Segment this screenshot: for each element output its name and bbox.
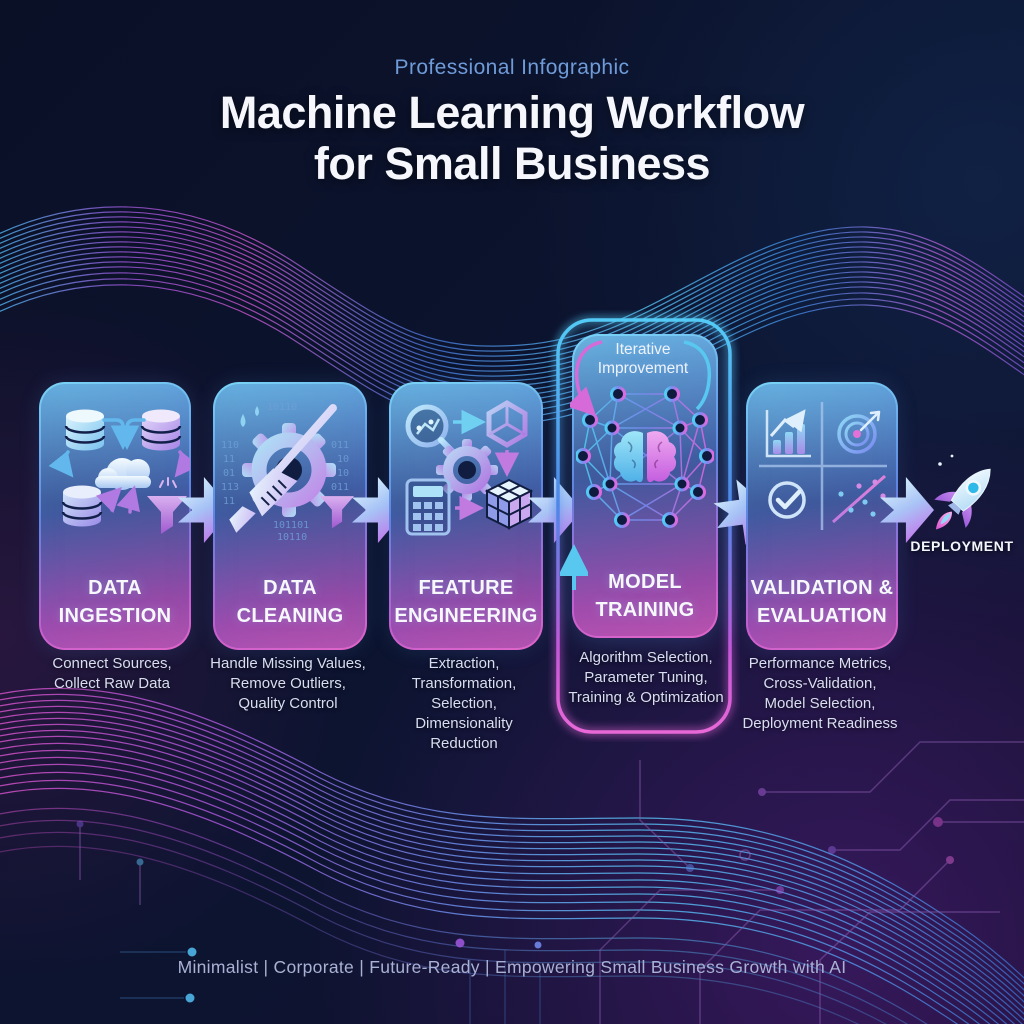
- svg-text:11: 11: [223, 454, 235, 465]
- svg-text:011: 011: [331, 482, 349, 493]
- svg-text:10110: 10110: [277, 532, 307, 543]
- loop-down-arrow-icon: [570, 340, 603, 417]
- rocket-icon: [934, 454, 991, 530]
- stage-description: Connect Sources, Collect Raw Data: [52, 655, 172, 693]
- eyebrow-text: Professional Infographic: [394, 56, 630, 79]
- svg-text:11: 11: [223, 496, 235, 507]
- stage-title: MODEL TRAINING: [595, 571, 695, 621]
- stage-description: Handle Missing Values, Remove Outliers, …: [210, 655, 366, 713]
- stage-title: FEATURE ENGINEERING: [394, 577, 538, 627]
- svg-text:110: 110: [221, 440, 239, 451]
- stage-description: Algorithm Selection, Parameter Tuning, T…: [568, 649, 724, 707]
- footer-tagline: Minimalist | Corporate | Future-Ready | …: [177, 957, 847, 977]
- stage-title: DATA INGESTION: [58, 577, 172, 627]
- circuit-dots: [120, 938, 542, 1003]
- svg-text:10: 10: [337, 468, 349, 479]
- stage-title: DATA CLEANING: [236, 577, 344, 627]
- deployment-label: DEPLOYMENT: [910, 538, 1014, 554]
- loop-up-arrow-icon: [560, 544, 588, 590]
- svg-text:10: 10: [337, 454, 349, 465]
- databases-cloud-funnel-icon: [48, 409, 190, 534]
- loop-return-curve-icon: [683, 340, 712, 411]
- circuit-traces: [76, 741, 1024, 1024]
- metrics-target-check-scatter-icon: [759, 402, 887, 530]
- stage-description: Performance Metrics, Cross-Validation, M…: [742, 655, 898, 733]
- iterative-improvement-label: Iterative Improvement: [597, 341, 689, 378]
- stage-card-model-training: MODEL TRAINING: [572, 334, 718, 638]
- svg-text:101101: 101101: [273, 520, 309, 531]
- stage-card-feature-engineering: FEATURE ENGINEERING: [389, 382, 543, 650]
- stage-title: VALIDATION & EVALUATION: [750, 577, 894, 627]
- svg-text:011: 011: [331, 440, 349, 451]
- stage-card-validation-evaluation: VALIDATION & EVALUATION: [746, 382, 898, 650]
- svg-text:113: 113: [221, 482, 239, 493]
- svg-text:01: 01: [223, 468, 235, 479]
- neural-network-brain-icon: [576, 386, 714, 528]
- magnifier-gears-calculator-cube-icon: [405, 400, 534, 536]
- stage-description: Extraction, Transformation, Selection, D…: [411, 655, 517, 753]
- page-title: Machine Learning Workflow for Small Busi…: [219, 87, 805, 189]
- svg-text:10110: 10110: [267, 402, 297, 413]
- stage-card-data-ingestion: DATA INGESTION: [39, 382, 191, 650]
